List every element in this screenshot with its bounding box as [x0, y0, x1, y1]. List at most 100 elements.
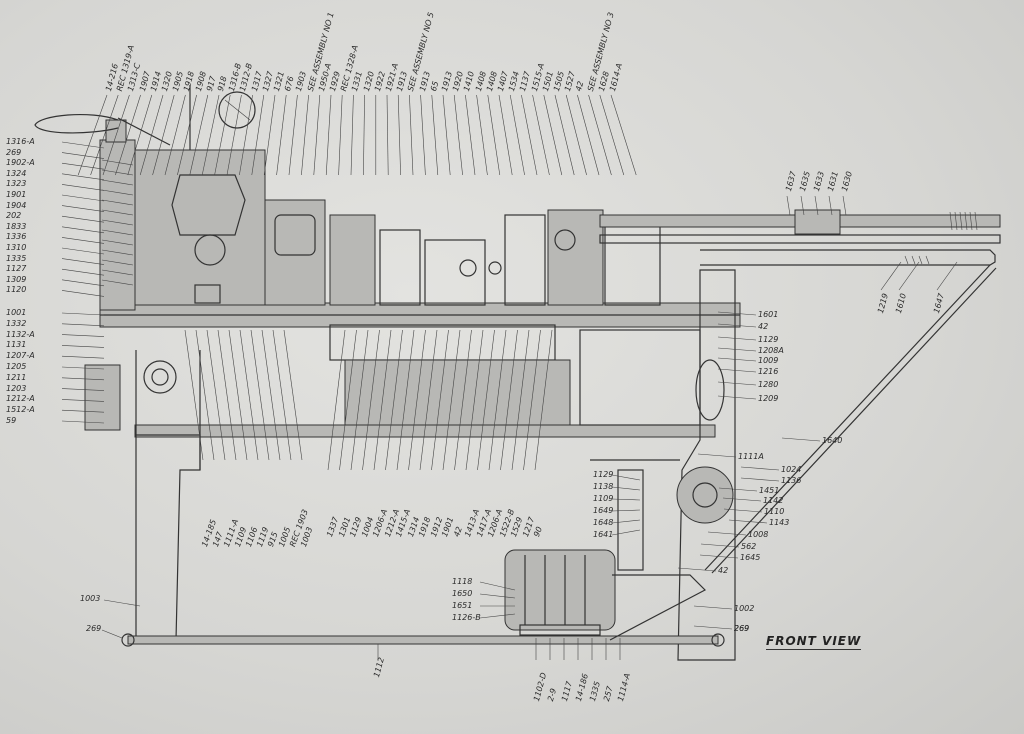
motor-left-label-leader — [611, 529, 641, 536]
motor-left-label-leader — [611, 509, 641, 512]
bottom-label-a-leader — [250, 329, 270, 461]
top-label-leader — [201, 94, 220, 176]
left-foot-label-leader — [101, 629, 123, 639]
top-label-leader — [251, 94, 265, 176]
left-label: 1207-A — [6, 351, 35, 361]
motor-left-label: 1641 — [593, 530, 614, 539]
mid-cylinder — [274, 214, 316, 256]
left-label-leader — [61, 355, 105, 359]
motor-label-leader — [479, 593, 516, 599]
top-right-label-leader — [828, 195, 833, 216]
right-label-leader — [700, 543, 740, 548]
base-bar — [127, 635, 719, 645]
right-label: 1451 — [759, 486, 780, 495]
right-label: 1142 — [763, 496, 784, 505]
left-label-leader — [61, 268, 105, 276]
left-label: 1205 — [6, 362, 27, 371]
drive-belt — [609, 574, 707, 641]
right-label-leader — [707, 531, 747, 536]
right-label: 1216 — [758, 367, 779, 376]
right-label: 1143 — [769, 518, 790, 527]
left-label: 1132-A — [6, 329, 35, 339]
right-label: 1002 — [734, 604, 755, 613]
left-label-leader — [61, 279, 105, 287]
left-label-leader — [61, 258, 105, 265]
bottom-label-b-leader — [488, 329, 507, 471]
left-label-leader — [61, 184, 105, 191]
right-label-leader — [728, 519, 768, 524]
left-foot-bolt — [121, 633, 135, 647]
right-label: 1645 — [740, 553, 761, 562]
left-label-leader — [61, 345, 105, 348]
top-label-leader — [588, 94, 612, 176]
top-label-leader — [487, 94, 501, 176]
lower-link — [329, 324, 556, 361]
top-right-label-leader — [800, 195, 805, 216]
right-label: 1209 — [758, 394, 779, 403]
top-label-leader — [325, 94, 332, 176]
left-label: 1336 — [6, 232, 27, 242]
motor-left-label-leader — [611, 486, 641, 491]
bottom-label-a-leader — [195, 329, 215, 461]
motor-label: 1118 — [452, 577, 473, 586]
right-foot-bolt — [711, 633, 725, 647]
left-leg-upper — [135, 350, 201, 470]
diagonal-brace-2 — [711, 267, 997, 574]
right-leg — [677, 269, 736, 661]
top-label-leader — [77, 94, 108, 176]
top-label-leader — [115, 94, 141, 176]
left-label: 1324 — [6, 168, 27, 178]
left-leg-label-leader — [103, 599, 141, 607]
left-label: 202 — [6, 211, 22, 221]
right-label: 1129 — [758, 335, 779, 344]
left-label: 1131 — [6, 340, 27, 350]
motor-base — [519, 624, 601, 636]
top-label-leader — [90, 94, 119, 176]
right-label-leader — [722, 497, 762, 502]
top-label-leader — [350, 94, 354, 176]
right-label: 1110 — [764, 507, 785, 516]
right-label: 1640 — [822, 436, 843, 445]
bottom-label-b-leader — [477, 329, 495, 471]
right-label: 269 — [734, 624, 750, 633]
top-label-leader — [276, 94, 287, 176]
left-label: 1512-A — [6, 405, 35, 415]
bottom-label-b-leader — [534, 329, 553, 471]
left-label: 1902-A — [6, 158, 35, 168]
left-label: 1120 — [6, 285, 27, 295]
right-label-leader — [717, 381, 757, 386]
head-housing — [134, 149, 266, 306]
top-right-label-leader — [814, 195, 819, 216]
head-block — [194, 284, 221, 304]
top-label-leader — [301, 94, 309, 176]
hand-wheel — [143, 360, 177, 394]
top-label-leader — [554, 94, 575, 176]
mid-block-1 — [264, 199, 326, 306]
motor-label: 1651 — [452, 601, 473, 610]
bottom-label-b-leader — [362, 329, 380, 471]
left-label-leader — [61, 323, 105, 327]
top-label-leader — [442, 94, 451, 176]
mid-block-4 — [424, 239, 486, 306]
right-label: 562 — [741, 542, 757, 551]
bottom-label-b-leader — [442, 329, 461, 471]
left-label: 59 — [6, 416, 17, 425]
left-label-leader — [61, 334, 105, 337]
left-label: 1309 — [6, 274, 27, 284]
right-label: 1280 — [758, 380, 779, 389]
top-label-leader — [338, 94, 343, 176]
right-label-leader — [717, 368, 757, 373]
right-label: 1009 — [758, 356, 779, 365]
bottom-label-a-leader — [272, 329, 292, 461]
left-label: 1904 — [6, 200, 27, 210]
head-window — [171, 174, 246, 236]
motor-fins — [524, 555, 586, 625]
bottom-label-b-leader — [327, 329, 346, 471]
bottom-label-b-leader — [431, 329, 449, 471]
column-cap — [105, 119, 127, 143]
bottom-label-a-leader — [283, 329, 303, 461]
right-label: 1024 — [781, 465, 802, 474]
right-label-leader — [723, 508, 763, 513]
